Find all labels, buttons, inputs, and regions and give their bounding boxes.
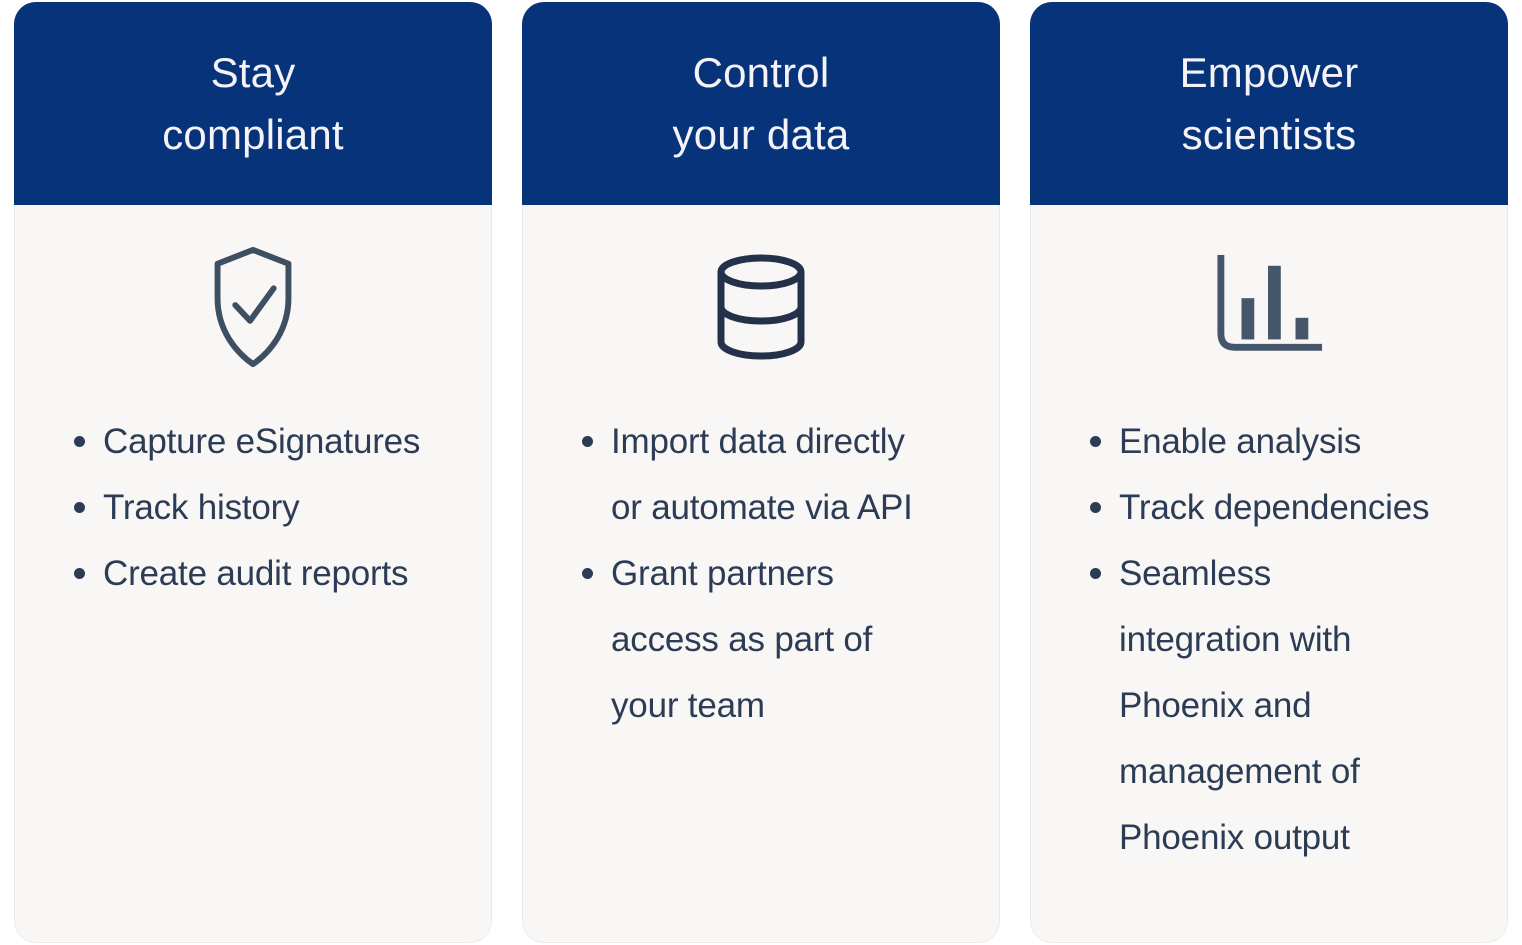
card-title: Empower scientists [1180,42,1359,166]
card-body: Import data directly or automate via API… [522,205,1000,943]
card-control-your-data: Control your data Import data directly o… [522,2,1000,943]
bullet-item: Enable analysis [1090,409,1467,475]
bullet-item: Capture eSignatures [74,409,451,475]
database-icon [523,243,999,373]
card-body: Enable analysis Track dependencies Seaml… [1030,205,1508,943]
card-title-line: Stay [210,48,296,96]
card-stay-compliant: Stay compliant Capture eSignatures Track… [14,2,492,943]
card-title-line: your data [672,110,850,158]
card-title-line: Control [692,48,830,96]
card-body: Capture eSignatures Track history Create… [14,205,492,943]
bullet-item: Grant partners access as part of your te… [582,541,959,739]
bullet-item: Track history [74,475,451,541]
bullet-item: Import data directly or automate via API [582,409,959,541]
bullet-list: Capture eSignatures Track history Create… [15,409,491,607]
bullet-item: Create audit reports [74,541,451,607]
bar-chart-icon [1031,243,1507,373]
shield-check-icon [15,243,491,373]
bullet-list: Enable analysis Track dependencies Seaml… [1031,409,1507,871]
card-header: Stay compliant [14,2,492,205]
card-title-line: scientists [1181,110,1357,158]
bullet-item: Track dependencies [1090,475,1467,541]
card-title: Stay compliant [162,42,344,166]
bullet-list: Import data directly or automate via API… [523,409,999,739]
card-empower-scientists: Empower scientists Enable analysis Track… [1030,2,1508,943]
bullet-item: Seamless integration with Phoenix and ma… [1090,541,1467,871]
card-header: Empower scientists [1030,2,1508,205]
card-title-line: Empower [1179,48,1359,96]
card-title: Control your data [673,42,850,166]
card-header: Control your data [522,2,1000,205]
card-title-line: compliant [162,110,344,158]
